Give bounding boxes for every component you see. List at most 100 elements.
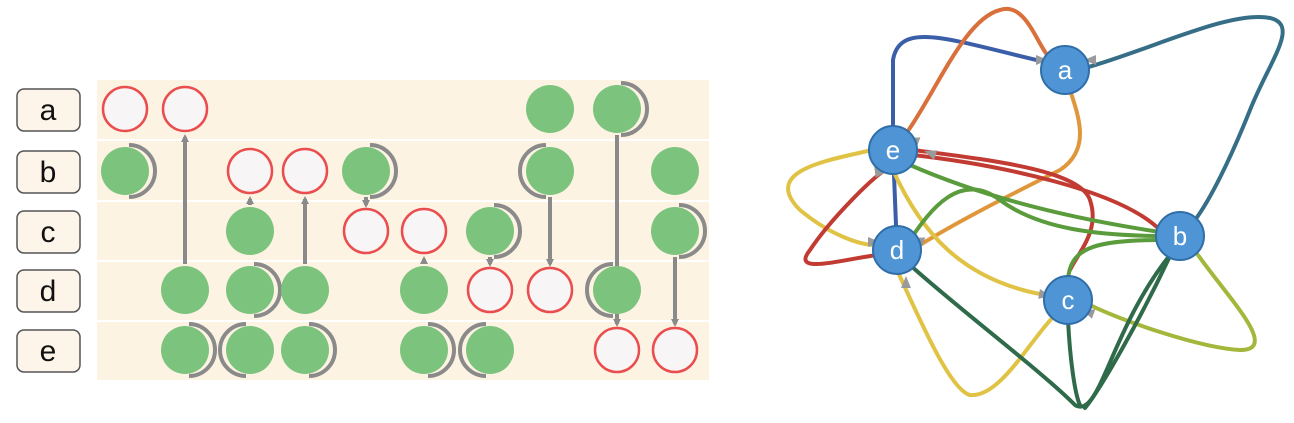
edge-arrowhead: [1036, 55, 1048, 65]
row-label-text: c: [41, 216, 56, 249]
graph-edge: [911, 153, 1162, 232]
graph-edges: [786, 6, 1285, 410]
row-label-box: [16, 88, 81, 132]
active-dot: [400, 326, 448, 374]
inactive-dot: [400, 207, 448, 255]
row-label-a: a: [16, 88, 81, 132]
inactive-dot: [281, 147, 329, 195]
graph-node-circle: [868, 125, 918, 175]
graph-node-circle: [1040, 45, 1090, 95]
row-label-text: a: [40, 94, 57, 127]
inactive-dot: [466, 266, 514, 314]
row-label-text: e: [40, 335, 57, 368]
graph-node-e: e: [868, 125, 918, 175]
row-label-text: d: [40, 275, 57, 308]
active-dot: [593, 266, 641, 314]
edge-arrowhead: [924, 150, 938, 160]
self-loop-arc: [427, 322, 456, 378]
self-loop-arc: [188, 322, 217, 378]
self-loop-arc: [620, 81, 649, 137]
row-label-text: b: [40, 156, 57, 189]
matrix-gridlines: [97, 139, 709, 322]
graph-edge: [1083, 15, 1285, 222]
self-loop-arc: [678, 203, 707, 259]
self-loop-arc: [128, 143, 157, 199]
graph-nodes: a e d b c: [868, 45, 1205, 325]
graph-node-a: a: [1040, 45, 1090, 95]
graph-edge: [891, 6, 1057, 152]
self-loop-arc: [458, 322, 487, 378]
active-dot: [526, 85, 574, 133]
active-dot: [281, 326, 329, 374]
active-dot: [226, 266, 274, 314]
active-dot: [226, 326, 274, 374]
inactive-dot: [526, 266, 574, 314]
inactive-dot: [593, 326, 641, 374]
graph-node-b: b: [1155, 211, 1205, 261]
graph-edge: [1083, 254, 1172, 410]
active-dot: [161, 326, 209, 374]
row-label-box: [16, 150, 81, 194]
graph-node-circle: [1043, 275, 1093, 325]
row-label-c: c: [16, 210, 81, 254]
graph-edge: [908, 163, 1162, 234]
graph-node-label: a: [1058, 55, 1073, 85]
inactive-dot: [226, 147, 274, 195]
self-loop-arc: [253, 262, 282, 318]
graph-node-label: e: [886, 135, 900, 165]
graph-node-label: d: [890, 235, 904, 265]
graph-node-c: c: [1043, 275, 1093, 325]
inactive-dot: [651, 326, 699, 374]
graph-edge: [918, 88, 1082, 247]
matrix-dots: [101, 85, 699, 374]
row-label-box: [16, 329, 81, 373]
graph-node-circle: [1155, 211, 1205, 261]
self-loop-arc: [493, 203, 522, 259]
graph-edge: [895, 268, 1057, 398]
graph-edge: [1066, 318, 1082, 407]
inactive-dot: [101, 85, 149, 133]
node-link-graph: a e d b c: [786, 6, 1285, 410]
graph-edge: [908, 187, 1157, 242]
active-dot: [400, 266, 448, 314]
row-label-b: b: [16, 150, 81, 194]
graph-edge: [786, 148, 877, 247]
row-label-d: d: [16, 269, 81, 313]
inactive-dot: [161, 85, 209, 133]
row-label-box: [16, 269, 81, 313]
graph-edge: [891, 35, 1047, 152]
edge-arrowhead: [1084, 55, 1096, 65]
graph-edge: [908, 253, 1172, 409]
active-dot: [161, 266, 209, 314]
active-dot: [651, 147, 699, 195]
graph-edge: [891, 168, 1047, 297]
active-dot: [342, 147, 390, 195]
active-dot: [466, 326, 514, 374]
active-dot: [226, 207, 274, 255]
self-loop-arc: [218, 322, 247, 378]
self-loop-arc: [518, 143, 547, 199]
graph-node-label: c: [1062, 285, 1075, 315]
active-dot: [281, 266, 329, 314]
inactive-dot: [342, 207, 390, 255]
row-label-box: [16, 210, 81, 254]
active-dot: [101, 147, 149, 195]
graph-edge: [1066, 238, 1162, 282]
graph-edge: [1088, 253, 1257, 353]
graph-node-label: b: [1173, 221, 1187, 251]
self-loop-arc: [308, 322, 337, 378]
active-dot: [593, 85, 641, 133]
active-dot: [466, 207, 514, 255]
graph-node-d: d: [872, 225, 922, 275]
self-loop-arc: [369, 143, 398, 199]
self-loop-arc: [585, 262, 614, 318]
row-label-e: e: [16, 329, 81, 373]
edge-arrowhead: [901, 276, 911, 288]
graph-node-circle: [872, 225, 922, 275]
graph-edge: [803, 168, 887, 267]
active-dot: [651, 207, 699, 255]
active-dot: [526, 147, 574, 195]
